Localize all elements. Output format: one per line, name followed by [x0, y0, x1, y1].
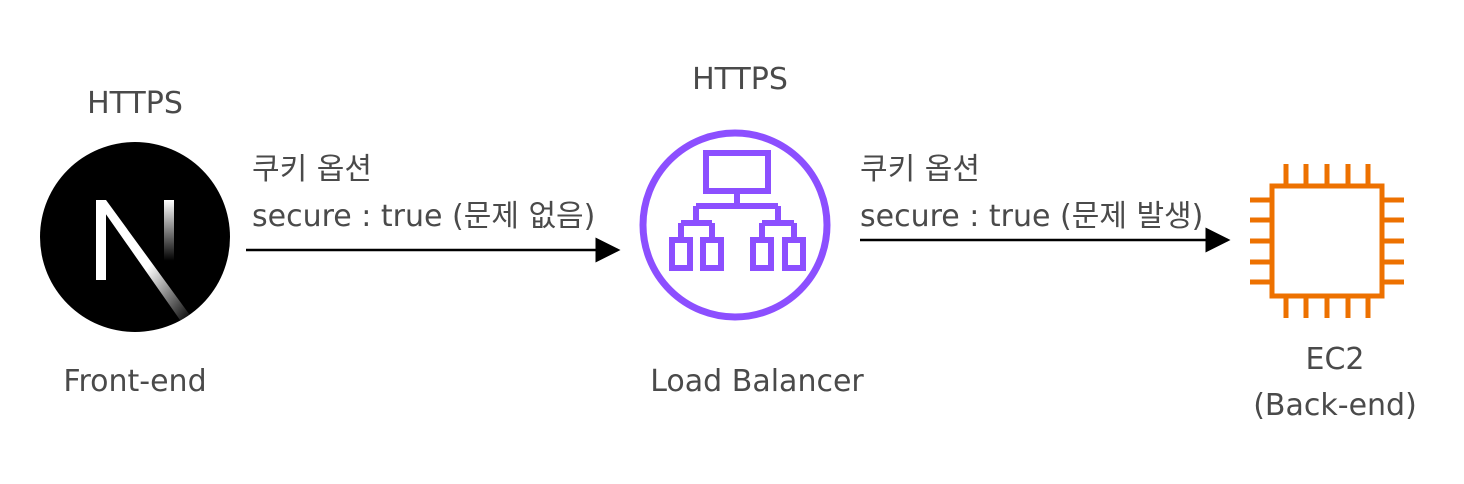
ec2-label-line1: EC2	[1305, 342, 1365, 377]
ec2-chip-icon	[1244, 158, 1410, 324]
nextjs-logo-icon	[40, 142, 230, 332]
edge2-cookie-option-detail: secure : true (문제 발생)	[860, 199, 1204, 234]
edge1-cookie-option-title: 쿠키 옵션	[252, 152, 372, 187]
loadbalancer-label: Load Balancer	[650, 364, 864, 399]
frontend-protocol-label: HTTPS	[87, 86, 183, 121]
loadbalancer-protocol-label: HTTPS	[692, 62, 788, 97]
edge2-cookie-option-title: 쿠키 옵션	[860, 152, 980, 187]
edge1-cookie-option-detail: secure : true (문제 없음)	[252, 199, 596, 234]
frontend-label: Front-end	[63, 364, 207, 399]
ec2-label-line2: (Back-end)	[1253, 388, 1417, 423]
load-balancer-icon	[638, 128, 832, 322]
